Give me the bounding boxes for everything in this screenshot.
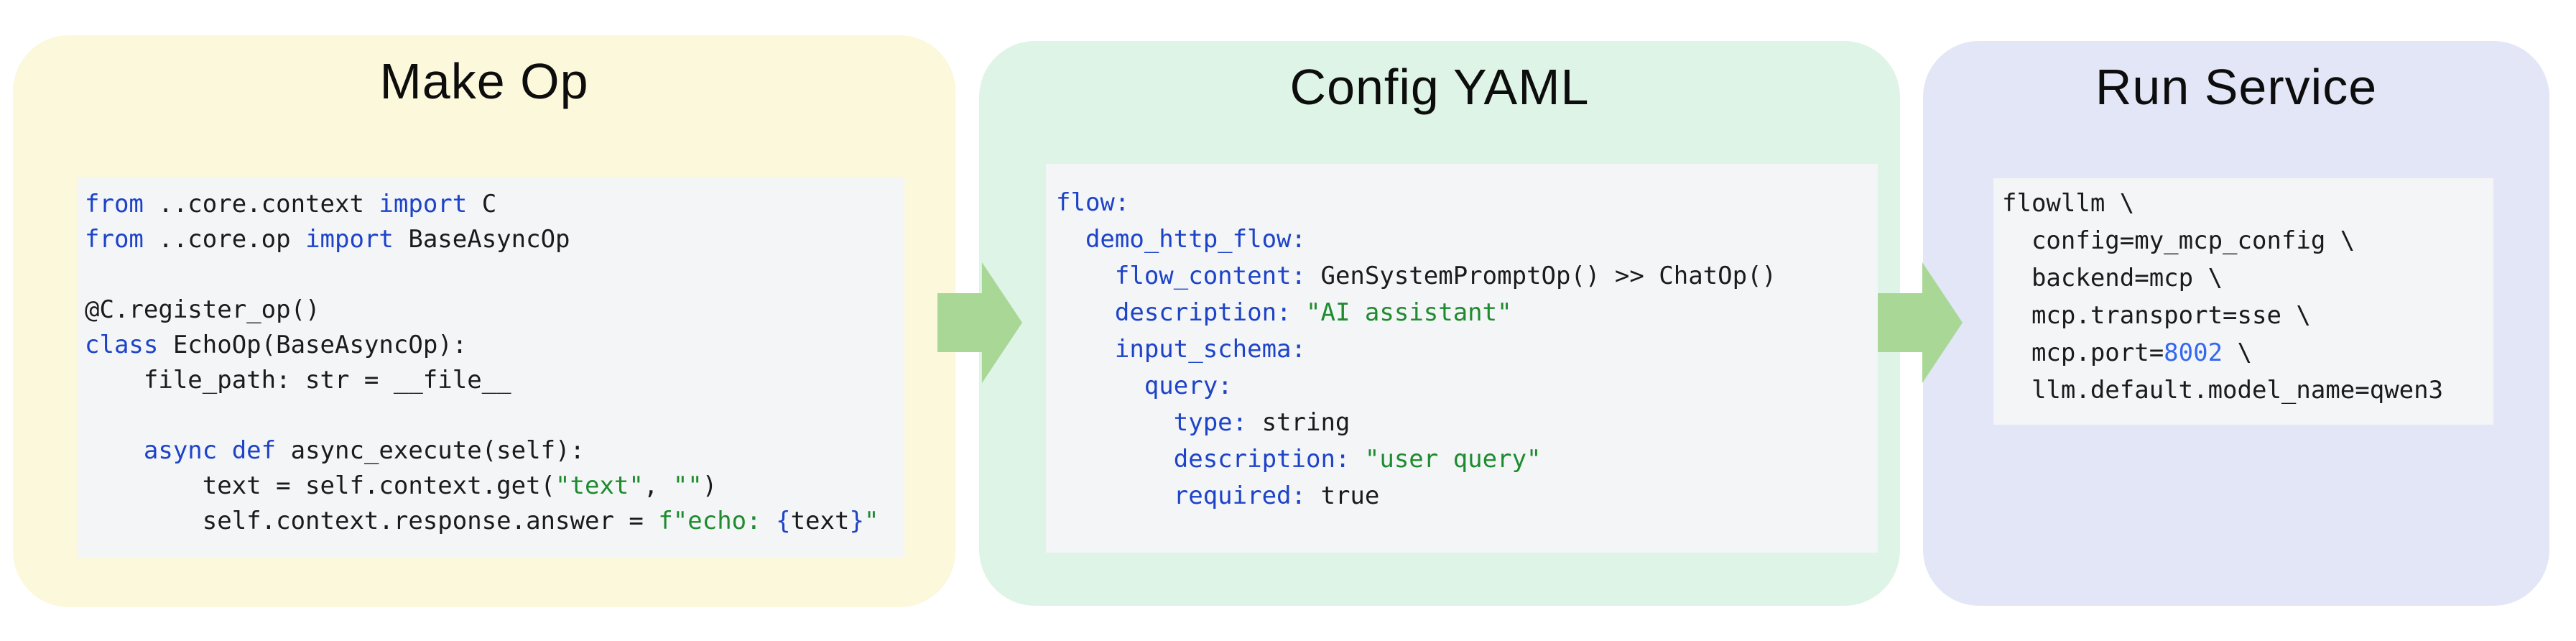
- panel-config-yaml: Config YAML flow: demo_http_flow: flow_c…: [979, 41, 1900, 606]
- code-line: [85, 398, 904, 433]
- code-block-yaml: flow: demo_http_flow: flow_content: GenS…: [1046, 164, 1878, 553]
- code-line: from ..core.context import C: [85, 190, 497, 218]
- code-line: flow_content: GenSystemPromptOp() >> Cha…: [1056, 262, 1777, 290]
- code-line: self.context.response.answer = f"echo: {…: [85, 507, 879, 535]
- code-line: class EchoOp(BaseAsyncOp):: [85, 331, 468, 359]
- code-line: [85, 257, 904, 292]
- code-line: description: "AI assistant": [1056, 298, 1512, 327]
- code-line: query:: [1056, 372, 1233, 400]
- code-line: text = self.context.get("text", ""): [85, 471, 718, 500]
- code-line: flow:: [1056, 188, 1130, 217]
- code-line: flowllm \: [2002, 189, 2135, 218]
- code-line: demo_http_flow:: [1056, 225, 1306, 254]
- code-line: from ..core.op import BaseAsyncOp: [85, 225, 570, 254]
- code-block-shell: flowllm \ config=my_mcp_config \ backend…: [1993, 178, 2493, 425]
- code-line: async def async_execute(self):: [143, 436, 585, 465]
- panel-run-service: Run Service flowllm \ config=my_mcp_conf…: [1923, 41, 2549, 606]
- code-line: config=my_mcp_config \: [2002, 226, 2355, 255]
- code-line: file_path: str = __file__: [85, 366, 511, 395]
- code-line: @C.register_op(): [85, 295, 320, 324]
- code-line: type: string: [1056, 408, 1350, 437]
- panel-title-run-service: Run Service: [2095, 59, 2378, 115]
- code-line: description: "user query": [1056, 445, 1542, 474]
- code-line: required: true: [1056, 481, 1380, 510]
- code-line: input_schema:: [1056, 335, 1306, 364]
- code-line: llm.default.model_name=qwen3: [2002, 376, 2444, 405]
- code-line: mcp.transport=sse \: [2002, 301, 2311, 330]
- code-block-python: from ..core.context import C from ..core.…: [77, 177, 904, 557]
- panel-title-config-yaml: Config YAML: [1289, 59, 1590, 115]
- code-line: backend=mcp \: [2002, 264, 2223, 292]
- panel-title-make-op: Make Op: [379, 53, 589, 109]
- code-line: mcp.port=8002 \: [2002, 338, 2253, 367]
